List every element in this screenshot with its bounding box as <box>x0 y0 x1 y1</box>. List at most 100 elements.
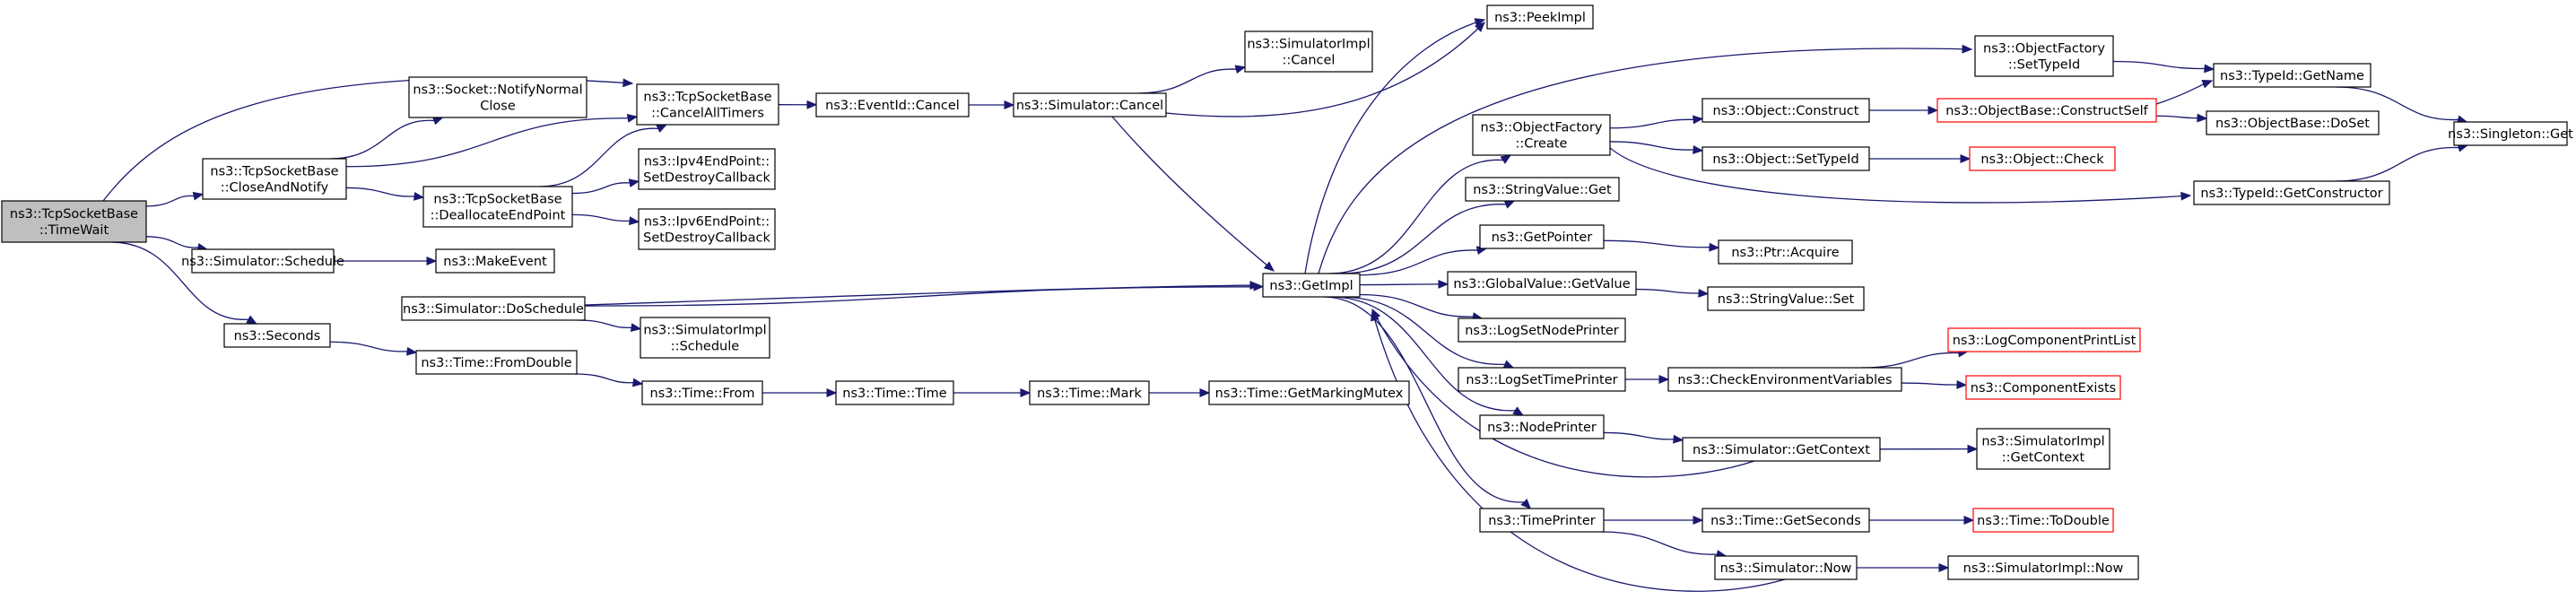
node-fromdouble[interactable]: ns3::Time::FromDouble <box>415 350 578 375</box>
node-timegetseconds[interactable]: ns3::Time::GetSeconds <box>1701 508 1870 533</box>
edge-getpointer-to-ptracquire <box>1603 239 1720 252</box>
edge-line <box>2112 60 2206 70</box>
node-getmarkingmutex[interactable]: ns3::Time::GetMarkingMutex <box>1208 380 1410 405</box>
node-cancelalltimers[interactable]: ns3::TcpSocketBase::CancelAllTimers <box>636 83 779 126</box>
node-objbasedoset[interactable]: ns3::ObjectBase::DoSet <box>2206 110 2380 135</box>
node-singletonget[interactable]: ns3::Singleton::Get <box>2448 121 2573 146</box>
node-logsetnodeprinter[interactable]: ns3::LogSetNodePrinter <box>1458 317 1626 343</box>
node-simschedule[interactable]: ns3::Simulator::Schedule <box>181 248 344 274</box>
node-simimplschedule[interactable]: ns3::SimulatorImpl::Schedule <box>640 317 770 359</box>
node-stringvalueset[interactable]: ns3::StringValue::Set <box>1707 286 1865 311</box>
node-timemark[interactable]: ns3::Time::Mark <box>1029 380 1150 405</box>
node-objcheck[interactable]: ns3::Object::Check <box>1969 146 2116 171</box>
edge-line <box>1330 296 1516 412</box>
edge-line <box>110 241 249 320</box>
edge-simschedule-to-doschedule <box>584 281 1261 306</box>
node-ofsettypeid[interactable]: ns3::ObjectFactory::SetTypeId <box>1974 35 2114 77</box>
node-globalvalueget[interactable]: ns3::GlobalValue::GetValue <box>1447 271 1637 296</box>
node-ptracquire[interactable]: ns3::Ptr::Acquire <box>1718 239 1853 265</box>
node-simgetcontext[interactable]: ns3::Simulator::GetContext <box>1682 437 1881 462</box>
node-label: ns3::Simulator::GetContext <box>1693 443 1870 457</box>
edge-line <box>584 286 1255 307</box>
node-ipv6destroy[interactable]: ns3::Ipv6EndPoint::SetDestroyCallback <box>638 208 776 250</box>
node-objsettypeid[interactable]: ns3::Object::SetTypeId <box>1701 146 1870 171</box>
node-nodeprinter[interactable]: ns3::NodePrinter <box>1479 414 1605 439</box>
edge-simschedule-to-makeevent <box>333 257 438 265</box>
edge-line <box>1603 431 1675 440</box>
node-checkenv[interactable]: ns3::CheckEnvironmentVariables <box>1667 367 1902 392</box>
node-peekimpl[interactable]: ns3::PeekImpl <box>1486 4 1594 30</box>
node-logcomponentprintlist[interactable]: ns3::LogComponentPrintList <box>1947 327 2141 352</box>
edge-getimpl-to-ofcreate <box>1328 154 1512 274</box>
node-box <box>638 208 776 250</box>
node-typeidgetconstructor[interactable]: ns3::TypeId::GetConstructor <box>2193 180 2390 205</box>
node-timewait[interactable]: ns3::TcpSocketBase::TimeWait <box>1 200 147 243</box>
edge-line <box>1339 204 1507 274</box>
node-box <box>1947 327 2141 352</box>
node-constructself[interactable]: ns3::ObjectBase::ConstructSelf <box>1936 98 2157 123</box>
node-simimplgetcontext[interactable]: ns3::SimulatorImpl::GetContext <box>1976 428 2110 470</box>
node-box <box>1701 508 1870 533</box>
edge-line <box>1371 309 1755 478</box>
node-label: ns3::Time::ToDouble <box>1977 514 2110 528</box>
arrow-head-icon <box>1963 516 1975 525</box>
arrow-head-icon <box>1956 380 1968 389</box>
arrow-head-icon <box>192 191 205 201</box>
edge-deallocateendpoint-to-cancelalltimers <box>539 124 667 187</box>
node-timetodouble[interactable]: ns3::Time::ToDouble <box>1972 508 2114 533</box>
node-doschedule[interactable]: ns3::Simulator::DoSchedule <box>401 296 586 321</box>
node-timeprinter[interactable]: ns3::TimePrinter <box>1479 508 1605 533</box>
node-simcancel[interactable]: ns3::Simulator::Cancel <box>1013 92 1167 117</box>
node-componentexists[interactable]: ns3::ComponentExists <box>1965 375 2121 400</box>
node-eventidcancel[interactable]: ns3::EventId::Cancel <box>815 92 970 117</box>
node-getimpl[interactable]: ns3::GetImpl <box>1262 273 1361 298</box>
node-simnow[interactable]: ns3::Simulator::Now <box>1714 555 1858 580</box>
node-timefrom[interactable]: ns3::Time::From <box>641 380 763 405</box>
node-label: ns3::TypeId::GetName <box>2220 69 2364 83</box>
node-closeandnotify[interactable]: ns3::TcpSocketBase::CloseAndNotify <box>202 158 347 200</box>
edge-line <box>1328 159 1503 274</box>
node-ofcreate[interactable]: ns3::ObjectFactory::Create <box>1472 114 1611 156</box>
node-label: ns3::Ipv6EndPoint:: <box>644 215 770 230</box>
node-timetime[interactable]: ns3::Time::Time <box>835 380 954 405</box>
edge-logsettimeprinter-to-checkenv <box>1625 375 1670 384</box>
node-box <box>1969 146 2116 171</box>
node-typeidgetname[interactable]: ns3::TypeId::GetName <box>2213 63 2371 88</box>
node-label: ns3::Ipv4EndPoint:: <box>644 155 770 170</box>
node-label: ns3::SimulatorImpl::Now <box>1963 561 2124 576</box>
node-label: ns3::TimePrinter <box>1488 514 1596 528</box>
node-simimplcancel[interactable]: ns3::SimulatorImpl::Cancel <box>1244 30 1373 73</box>
edge-line <box>1609 118 1694 129</box>
node-label: Close <box>480 100 516 114</box>
edge-line <box>1861 352 1959 369</box>
node-label: ns3::GlobalValue::GetValue <box>1453 277 1630 291</box>
node-box <box>1013 92 1167 117</box>
edge-line <box>145 236 199 248</box>
arrow-head-icon <box>1658 375 1670 384</box>
arrow-head-icon <box>1693 145 1704 154</box>
node-seconds[interactable]: ns3::Seconds <box>223 323 331 348</box>
edge-closeandnotify-to-deallocateendpoint <box>345 187 425 201</box>
node-objconstruct[interactable]: ns3::Object::Construct <box>1701 98 1870 123</box>
edge-line <box>2155 115 2198 119</box>
node-simimplnow[interactable]: ns3::SimulatorImpl::Now <box>1947 555 2139 580</box>
node-getpointer[interactable]: ns3::GetPointer <box>1479 224 1605 249</box>
edge-line <box>571 182 631 195</box>
node-box <box>408 76 587 118</box>
node-label: ns3::ObjectBase::DoSet <box>2215 117 2370 131</box>
node-box <box>1707 286 1865 311</box>
node-logsettimeprinter[interactable]: ns3::LogSetTimePrinter <box>1458 367 1626 392</box>
node-box <box>1714 555 1858 580</box>
node-label: ns3::StringValue::Set <box>1718 292 1855 307</box>
node-box <box>191 248 335 274</box>
edge-objconstruct-to-constructself <box>1869 106 1939 115</box>
node-ipv4destroy[interactable]: ns3::Ipv4EndPoint::SetDestroyCallback <box>638 148 776 190</box>
node-deallocateendpoint[interactable]: ns3::TcpSocketBase::DeallocateEndPoint <box>422 186 573 228</box>
edge-line <box>578 319 632 328</box>
node-makeevent[interactable]: ns3::MakeEvent <box>435 248 555 274</box>
node-label: SetDestroyCallback <box>643 171 770 186</box>
node-box <box>2213 63 2371 88</box>
node-stringvalueget[interactable]: ns3::StringValue::Get <box>1465 177 1620 202</box>
node-label: ::Create <box>1516 137 1568 152</box>
